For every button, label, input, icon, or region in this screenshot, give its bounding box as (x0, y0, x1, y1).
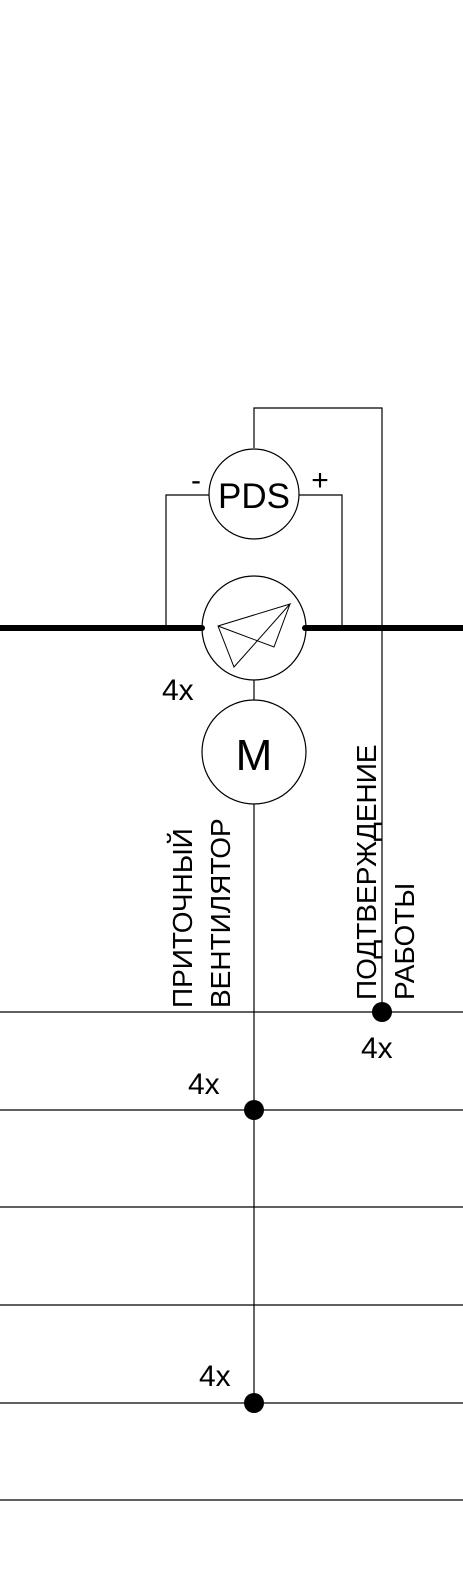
pds-signal-wire (253, 407, 383, 1012)
supply-fan-label: ПРИТОЧНЫЙ (167, 828, 198, 1008)
pds-symbol: PDS - + (191, 448, 329, 540)
fan-count-label-lower: 4x (199, 1360, 231, 1393)
damper-circle (201, 575, 307, 681)
fan-junction-dot-upper (244, 1100, 264, 1120)
pds-plus-sign: + (311, 464, 329, 497)
run-confirm-junction-dot (372, 1002, 392, 1022)
duct-joint-left (199, 625, 205, 631)
run-confirm-label: ПОДТВЕРЖДЕНИЕ (351, 744, 382, 1000)
fan-junction-dot-lower (244, 1393, 264, 1413)
bowtie-icon (217, 603, 292, 668)
duct-joint-right (302, 625, 308, 631)
motor-symbol: M (201, 699, 307, 805)
run-confirm-label-line1: ПОДТВЕРЖДЕНИЕ (351, 744, 382, 1000)
pds-label: PDS (218, 477, 290, 516)
pds-circle (208, 448, 300, 540)
supply-fan-label-line1: ПРИТОЧНЫЙ (167, 828, 198, 1008)
motor-circle (201, 699, 307, 805)
run-confirm-label-line2: РАБОТЫ (389, 883, 420, 1000)
damper-symbol: 4x (162, 575, 308, 707)
pds-tube-plus (298, 494, 343, 628)
pds-minus-sign: - (191, 464, 201, 497)
supply-fan-label-line2: ВЕНТИЛЯТОР (205, 818, 236, 1008)
run-confirm-count-label: 4x (361, 1032, 393, 1065)
damper-count-label: 4x (162, 674, 194, 707)
pds-tube-minus (165, 494, 210, 628)
motor-label: M (236, 731, 273, 780)
run-confirm-label-2: РАБОТЫ (389, 883, 420, 1000)
fan-count-label-upper: 4x (188, 1068, 220, 1101)
supply-fan-label-2: ВЕНТИЛЯТОР (205, 818, 236, 1008)
